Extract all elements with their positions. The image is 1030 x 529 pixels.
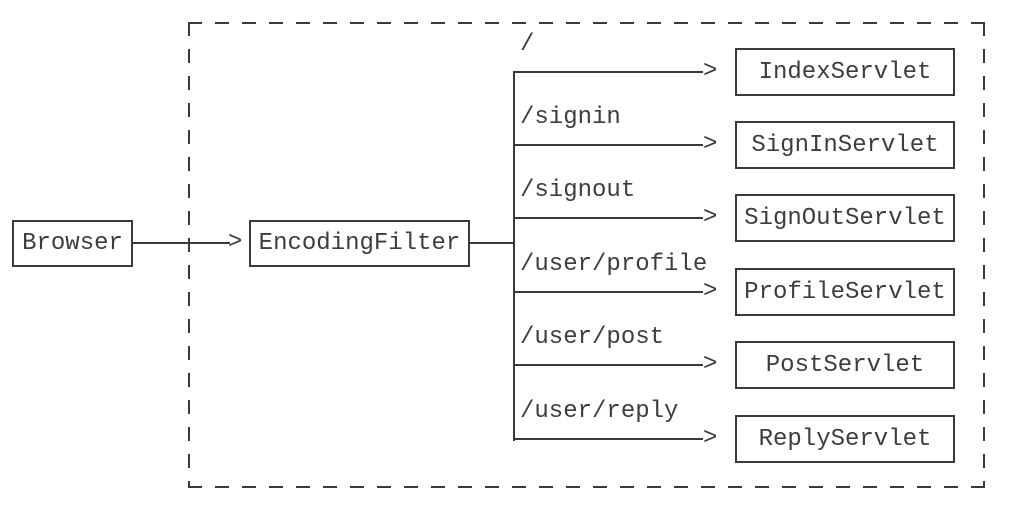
servlet-node: SignOutServlet: [735, 194, 955, 242]
route-path-label: /user/reply: [520, 398, 679, 425]
encoding-filter-label: EncodingFilter: [258, 230, 461, 257]
route-connector-line: [514, 144, 703, 146]
filter-to-trunk-line: [470, 242, 515, 244]
servlet-node: IndexServlet: [735, 48, 955, 96]
browser-to-filter-line: [133, 242, 230, 244]
arrowhead-icon: >: [703, 58, 718, 85]
servlet-label: SignInServlet: [751, 131, 939, 159]
servlet-label: SignOutServlet: [744, 204, 946, 232]
servlet-node: ProfileServlet: [735, 268, 955, 316]
servlet-label: ReplyServlet: [758, 425, 932, 453]
browser-node: Browser: [12, 220, 133, 267]
servlet-label: ProfileServlet: [744, 278, 946, 306]
route-connector-line: [514, 291, 703, 293]
arrowhead-icon: >: [703, 204, 718, 231]
browser-label: Browser: [22, 230, 123, 257]
servlet-node: ReplyServlet: [735, 415, 955, 463]
encoding-filter-node: EncodingFilter: [249, 220, 470, 267]
servlet-node: SignInServlet: [735, 121, 955, 169]
route-trunk-line: [513, 71, 515, 441]
route-connector-line: [514, 71, 703, 73]
boundary-border-top: [188, 22, 985, 24]
route-path-label: /user/profile: [520, 251, 708, 278]
route-path-label: /user/post: [520, 324, 665, 351]
route-path-label: /: [520, 31, 535, 58]
arrowhead-icon: >: [703, 425, 718, 452]
boundary-border-bottom: [188, 486, 985, 488]
arrowhead-icon: >: [228, 229, 243, 256]
boundary-border-right: [983, 22, 985, 488]
route-connector-line: [514, 364, 703, 366]
arrowhead-icon: >: [703, 131, 718, 158]
route-path-label: /signin: [520, 104, 621, 131]
route-path-label: /signout: [520, 177, 636, 204]
arrowhead-icon: >: [703, 351, 718, 378]
boundary-border-left: [188, 22, 190, 488]
arrowhead-icon: >: [703, 278, 718, 305]
servlet-node: PostServlet: [735, 341, 955, 389]
route-connector-line: [514, 217, 703, 219]
servlet-label: PostServlet: [765, 351, 925, 379]
route-connector-line: [514, 438, 703, 440]
servlet-label: IndexServlet: [758, 58, 932, 86]
